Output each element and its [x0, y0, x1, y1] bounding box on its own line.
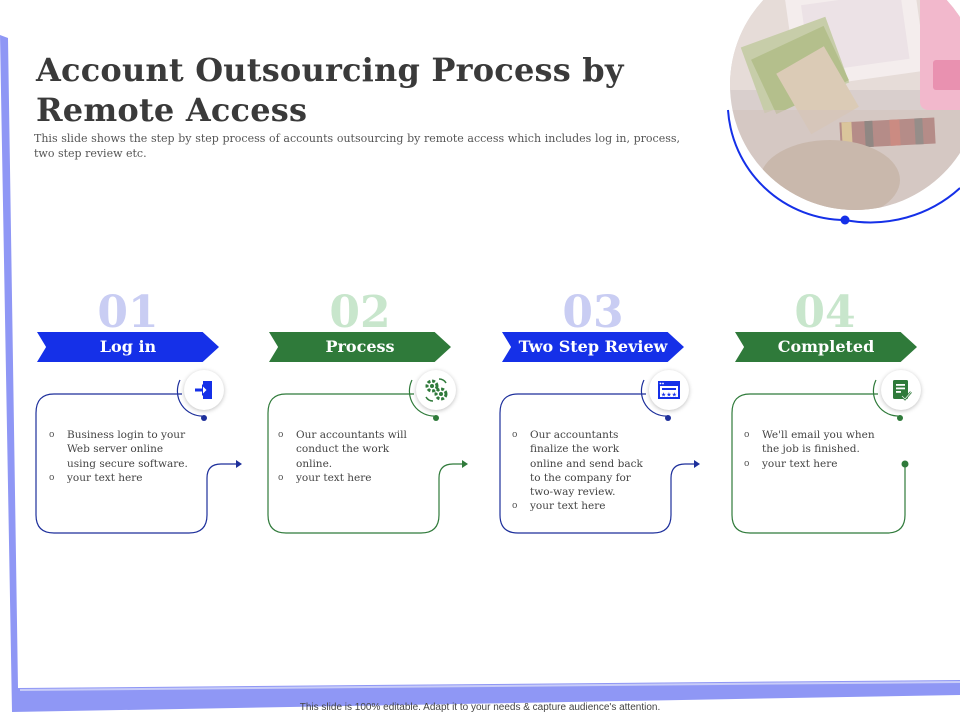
login-icon: [184, 370, 224, 410]
page-title: Account Outsourcing Process by Remote Ac…: [36, 51, 624, 129]
step-banner-process: Process: [269, 332, 451, 362]
step-banner-two-step-review: Two Step Review: [502, 332, 684, 362]
step-bullets-3: Our accountants finalize the work online…: [512, 428, 652, 514]
bullet-text: Our accountants will conduct the work on…: [278, 428, 428, 471]
step-number-3: 03: [562, 287, 624, 338]
bullet-text: Business login to your Web server online…: [49, 428, 194, 471]
step-bullets-2: Our accountants will conduct the work on…: [278, 428, 428, 485]
step-card-1: [35, 379, 242, 534]
bullet-text: your text here: [512, 499, 652, 514]
step-number-4: 04: [794, 287, 856, 338]
bullet-text: Our accountants finalize the work online…: [512, 428, 652, 499]
step-card-4: [731, 379, 909, 534]
step-card-2: [267, 379, 468, 534]
step-bullets-4: We'll email you when the job is finished…: [744, 428, 894, 471]
step-number-2: 02: [329, 287, 391, 338]
svg-text:★★★: ★★★: [661, 392, 677, 399]
step-bullets-1: Business login to your Web server online…: [49, 428, 194, 485]
review-browser-icon: ★★★: [649, 370, 689, 410]
footer-note: This slide is 100% editable. Adapt it to…: [299, 702, 661, 713]
step-banner-completed: Completed: [735, 332, 917, 362]
step-number-1: 01: [97, 287, 159, 338]
step-banner-log-in: Log in: [37, 332, 219, 362]
bullet-text: your text here: [744, 457, 894, 472]
gears-icon: [416, 370, 456, 410]
bullet-text: We'll email you when the job is finished…: [744, 428, 894, 457]
page-subtitle: This slide shows the step by step proces…: [34, 132, 680, 160]
bullet-text: your text here: [278, 471, 428, 486]
checklist-icon: [881, 370, 921, 410]
step-card-3: [499, 379, 700, 534]
bullet-text: your text here: [49, 471, 194, 486]
